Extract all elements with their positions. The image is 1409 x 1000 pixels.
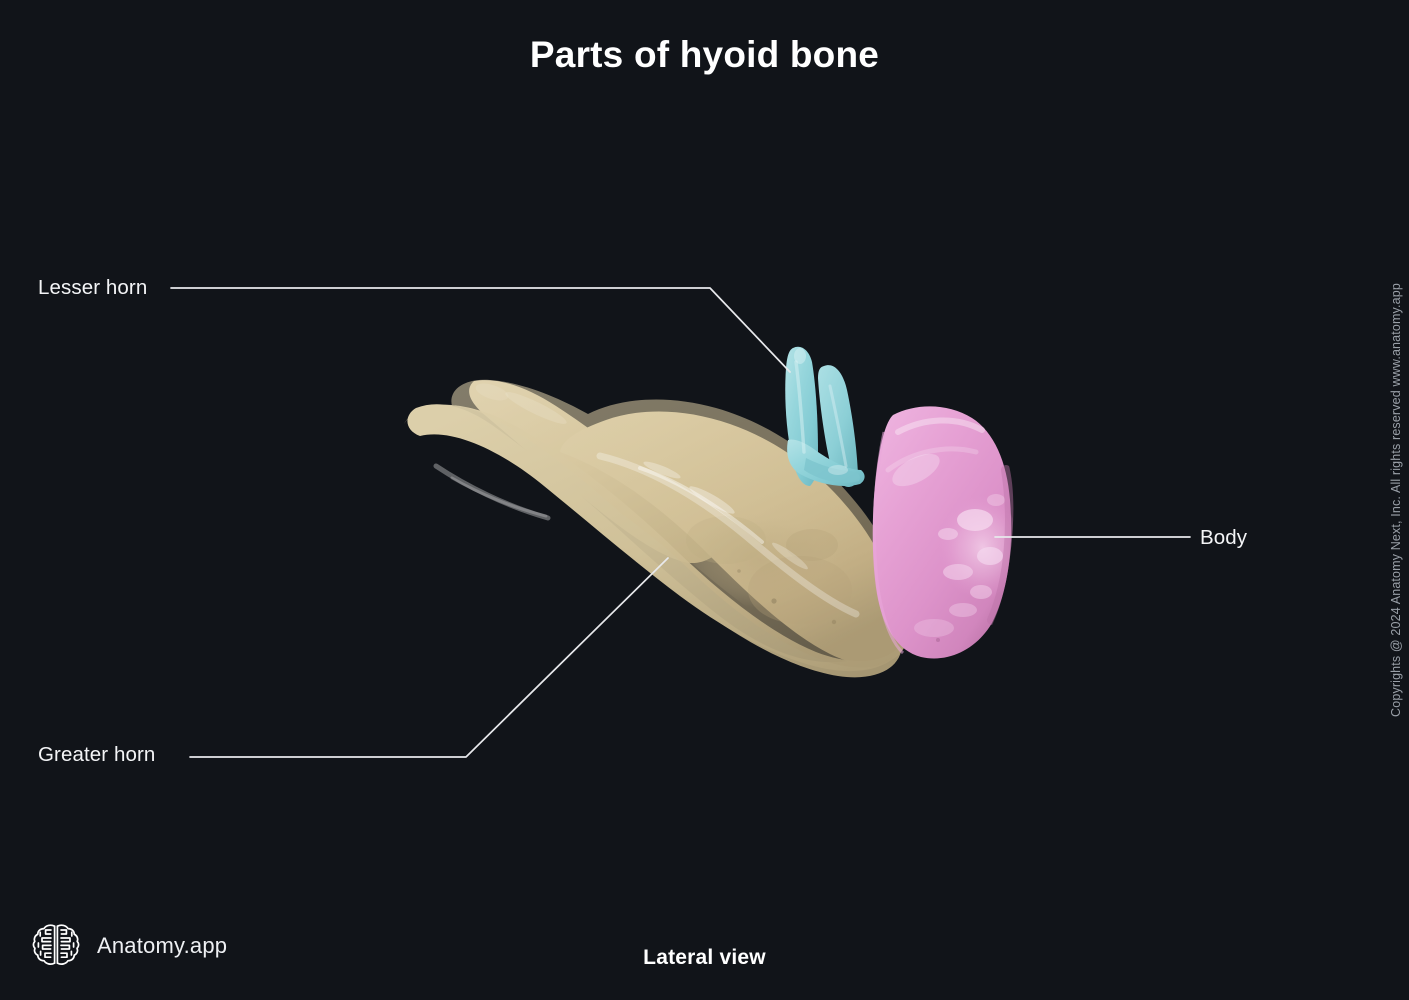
label-lesser-horn: Lesser horn [38, 276, 148, 299]
brand-logo: Anatomy.app [30, 920, 227, 972]
lesser-horn [785, 346, 865, 487]
brain-icon [32, 924, 80, 965]
hyoid-body [872, 406, 1014, 659]
label-body: Body [1200, 526, 1248, 549]
page-title: Parts of hyoid bone [529, 34, 880, 75]
brand-name: Anatomy.app [97, 933, 228, 958]
copyright-notice: Copyrights @ 2024 Anatomy Next, Inc. All… [1389, 283, 1403, 717]
greater-horn-main-shaft [404, 379, 908, 678]
view-caption: Lateral view [643, 946, 766, 969]
label-greater-horn: Greater horn [38, 743, 156, 766]
